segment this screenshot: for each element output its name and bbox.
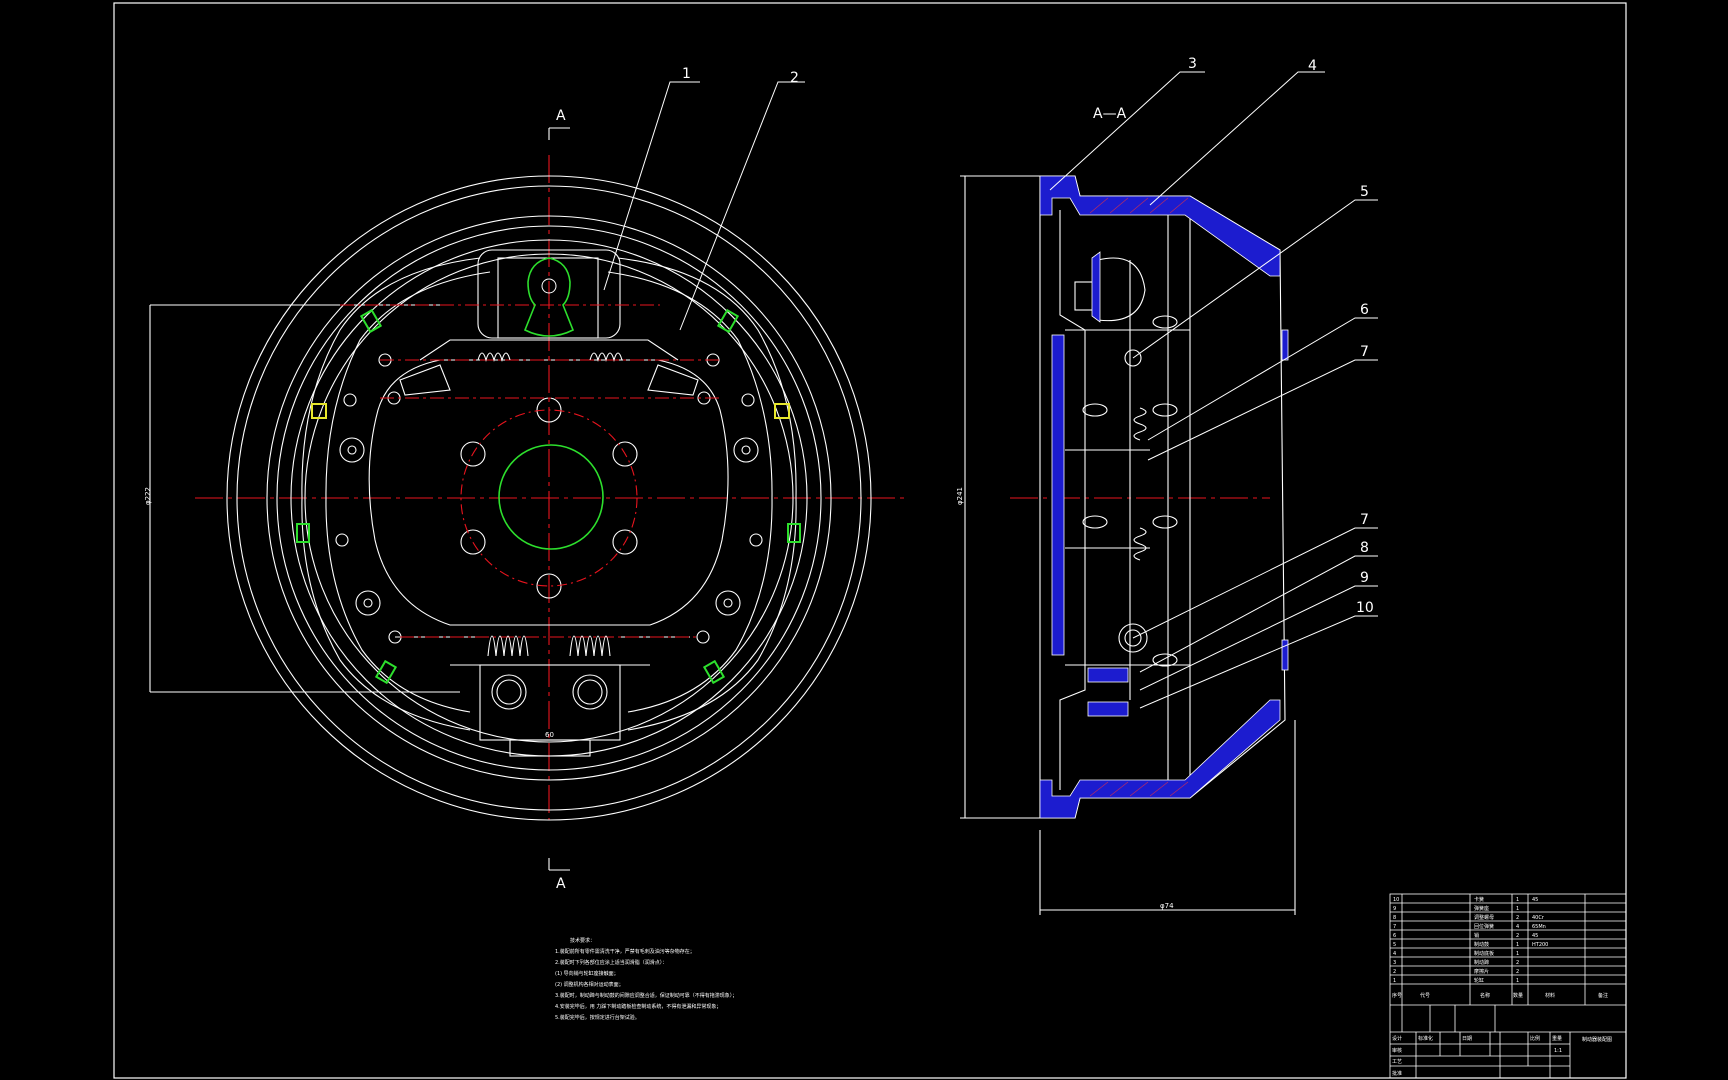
notes-line-2: 2.装配时下列各部位应涂上适当润滑脂（润滑点）：	[555, 959, 667, 966]
bom-row-6-no: 5	[1393, 942, 1396, 948]
section-view	[960, 175, 1296, 915]
bom-table	[1389, 893, 1627, 1079]
hub-green	[498, 257, 604, 550]
part-number-7b: 7	[1360, 512, 1369, 528]
bom-row-9-qty: 2	[1516, 969, 1519, 975]
bom-row-6-material: HT200	[1532, 942, 1548, 948]
title-check: 审核	[1392, 1047, 1402, 1054]
bom-row-4-material: 65Mn	[1532, 924, 1546, 930]
leaders-section	[1049, 71, 1378, 709]
part-number-10: 10	[1356, 600, 1374, 616]
bom-row-5-no: 6	[1393, 933, 1396, 939]
bom-row-10-qty: 1	[1516, 978, 1519, 984]
dim-left: φ222	[144, 487, 152, 505]
notes-title: 技术要求：	[570, 937, 595, 944]
title-std: 标准化	[1418, 1035, 1433, 1042]
bom-row-5-material: 45	[1532, 933, 1538, 939]
bom-row-6-name: 制动鼓	[1474, 941, 1489, 948]
notes-line-7: 5.装配完毕后，按规定进行台架试验。	[555, 1014, 640, 1021]
bom-row-7-name: 制动底板	[1474, 950, 1494, 957]
dim-bottom: 60	[545, 731, 554, 739]
bom-row-7-qty: 1	[1516, 951, 1519, 957]
dim-width: φ74	[1160, 902, 1174, 910]
title-process: 工艺	[1392, 1059, 1402, 1065]
bom-row-4-name: 回位弹簧	[1474, 923, 1494, 930]
part-number-6: 6	[1360, 302, 1369, 318]
bom-row-10-name: 轮缸	[1474, 977, 1484, 984]
notes-line-1: 1.装配前所有零件需清洗干净，严禁有毛刺及油污等杂物存在；	[555, 948, 695, 955]
section-hatch	[1039, 175, 1289, 819]
title-design: 设计	[1392, 1035, 1402, 1042]
bom-row-5-qty: 2	[1516, 933, 1519, 939]
title-scale-label: 比例	[1530, 1035, 1540, 1042]
bom-row-4-qty: 4	[1516, 924, 1519, 930]
front-red-axes	[340, 304, 720, 638]
bom-row-1-name: 卡簧	[1474, 896, 1484, 903]
bom-row-3-name: 调整螺母	[1474, 914, 1494, 921]
dim-right: φ241	[956, 487, 964, 505]
part-number-5: 5	[1360, 184, 1369, 200]
part-number-9: 9	[1360, 570, 1369, 586]
bolt-circle	[460, 409, 638, 587]
part-number-2: 2	[790, 70, 799, 86]
bom-header-remark: 备注	[1598, 992, 1608, 999]
notes-line-3: (1) 导向销与轮缸座接触面；	[555, 970, 619, 977]
bom-row-2-qty: 1	[1516, 906, 1519, 912]
bom-row-10-no: 1	[1393, 978, 1396, 984]
leaders-front	[603, 81, 805, 331]
bom-header-qty: 数量	[1513, 992, 1523, 999]
bom-row-8-qty: 2	[1516, 960, 1519, 966]
view-label-top: A	[556, 108, 566, 124]
drawing-title: 制动器装配图	[1582, 1036, 1612, 1043]
springs	[477, 352, 623, 657]
part-number-1: 1	[682, 66, 691, 82]
part-number-8: 8	[1360, 540, 1369, 556]
bom-text: 10 卡簧 1 45 9 弹簧座 1 8 调整螺母 2 40Cr 7 回位弹簧 …	[1392, 896, 1612, 1077]
bom-header-name: 名称	[1480, 992, 1490, 999]
front-view	[149, 127, 905, 871]
view-label-bottom: A	[556, 876, 566, 892]
bom-row-8-no: 3	[1393, 960, 1396, 966]
bom-row-4-no: 7	[1393, 924, 1396, 930]
bom-row-9-no: 2	[1393, 969, 1396, 975]
notes-line-5: 3.装配时，制动蹄与制动鼓的间隙应调整合适，保证制动可靠（不得有拖滞现象）；	[555, 992, 737, 999]
hold-down-clips	[296, 308, 801, 685]
title-weight-label: 重量	[1552, 1035, 1562, 1042]
bom-header-material: 材料	[1545, 992, 1555, 999]
drawing-frame	[113, 2, 1627, 1079]
hatch-lines	[1089, 197, 1189, 797]
title-scale-value: 1:1	[1554, 1048, 1562, 1054]
bom-row-6-qty: 1	[1516, 942, 1519, 948]
bom-row-2-name: 弹簧座	[1474, 905, 1489, 912]
bom-row-1-no: 10	[1393, 897, 1399, 903]
bom-header-no: 序号	[1392, 992, 1402, 999]
bom-row-9-name: 摩擦片	[1474, 968, 1489, 975]
notes-line-6: 4.安装完毕后，用 力踩下制动踏板检查制动系统，不得有泄漏和异常现象；	[555, 1003, 721, 1010]
part-number-4: 4	[1308, 58, 1317, 74]
notes-line-4: (2) 调整机构各相对运动表面；	[555, 981, 624, 988]
bom-row-3-material: 40Cr	[1532, 915, 1545, 921]
bom-row-1-qty: 1	[1516, 897, 1519, 903]
bom-row-3-qty: 2	[1516, 915, 1519, 921]
part-number-7a: 7	[1360, 344, 1369, 360]
section-label: A—A	[1093, 106, 1127, 122]
bom-row-8-name: 制动蹄	[1474, 959, 1489, 966]
bom-row-5-name: 销	[1474, 932, 1479, 939]
title-date: 日期	[1462, 1036, 1472, 1042]
part-number-3: 3	[1188, 56, 1197, 72]
bom-row-2-no: 9	[1393, 906, 1396, 912]
technical-notes: 技术要求： 1.装配前所有零件需清洗干净，严禁有毛刺及油污等杂物存在； 2.装配…	[555, 937, 737, 1021]
bom-row-3-no: 8	[1393, 915, 1396, 921]
bom-header-code: 代号	[1420, 992, 1430, 999]
bom-row-7-no: 4	[1393, 951, 1396, 957]
bom-row-1-material: 45	[1532, 897, 1538, 903]
title-approve: 批准	[1392, 1070, 1402, 1077]
